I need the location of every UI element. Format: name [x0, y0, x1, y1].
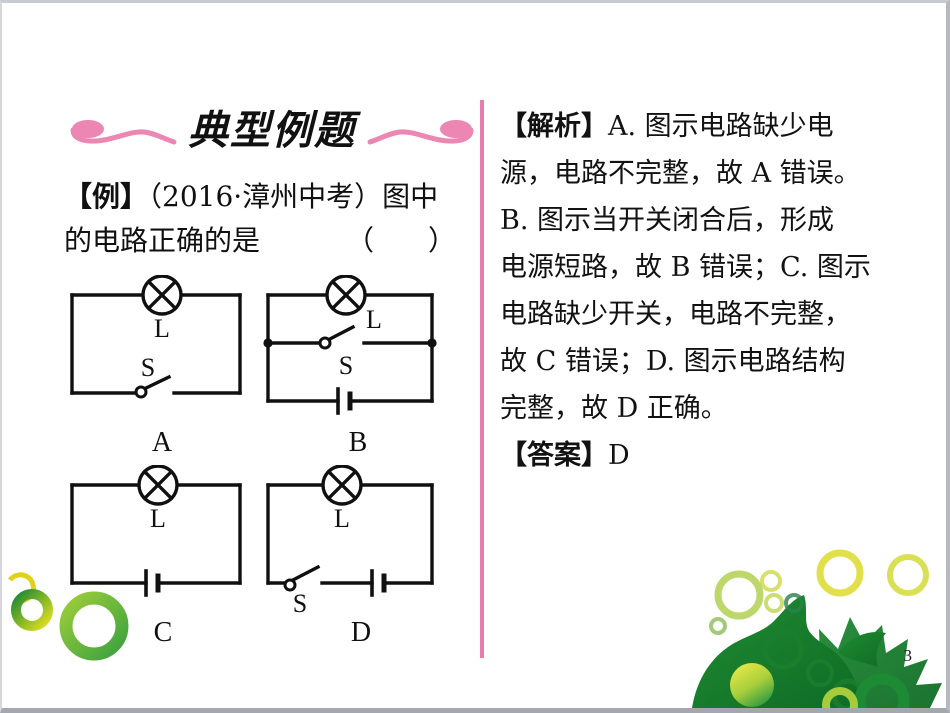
leaf-accent-right	[792, 617, 942, 708]
explanation-line-2: 源，电路不完整，故 A 错误。	[500, 158, 861, 189]
explanation-line-6: 故 C 错误；D. 图示电路结构	[500, 346, 846, 377]
explanation-line-7: 完整，故 D 正确。	[500, 393, 728, 424]
question-line-2-text: 的电路正确的是	[64, 224, 261, 257]
ring-float-3	[764, 593, 784, 613]
section-header: 典型例题	[70, 98, 474, 170]
ball-gradient-footer	[730, 663, 774, 707]
page-title: 典型例题	[188, 107, 356, 154]
circuit-option-label-c: C	[153, 617, 173, 648]
explanation-line-1-text: A. 图示电路缺少电	[608, 111, 834, 142]
bubble-2	[806, 659, 834, 687]
bubble-1	[762, 628, 804, 670]
circuit-figure-group: L S A	[64, 275, 474, 655]
ring-green-yellow-left	[11, 589, 53, 631]
page-number: 3	[903, 646, 913, 665]
circuit-option-label-b: B	[348, 427, 368, 458]
bubble-4	[784, 593, 804, 613]
leaf-main-right	[692, 595, 862, 708]
ring-lime-bottom-right	[822, 687, 858, 708]
answer-value: D	[608, 440, 630, 471]
lamp-label-d: L	[334, 504, 350, 533]
question-line-1: 【例】（2016·漳州中考）图中	[64, 175, 472, 219]
circuit-option-label-d: D	[350, 617, 372, 648]
swirl-left-icon	[70, 120, 177, 145]
switch-pivot-d	[283, 578, 297, 592]
switch-label-b: S	[339, 351, 353, 380]
ring-float-1	[714, 570, 764, 620]
explanation-block: 【解析】A. 图示电路缺少电 源，电路不完整，故 A 错误。 B. 图示当开关闭…	[500, 103, 924, 479]
switch-pivot-b	[318, 336, 332, 350]
explanation-line-1: 【解析】A. 图示电路缺少电	[500, 103, 924, 150]
answer-paren-open: （	[346, 224, 375, 257]
ring-float-6	[887, 554, 929, 596]
leaf-lobe-right	[838, 631, 886, 667]
circuit-diagram-b: L S B	[260, 275, 456, 461]
column-divider	[480, 100, 484, 658]
swirl-right-icon	[367, 120, 474, 145]
explanation-tag: 【解析】	[500, 111, 608, 142]
junction-dot-left-b	[263, 338, 273, 348]
ring-float-4	[709, 617, 727, 635]
question-line-2: 的电路正确的是 （ ）	[64, 219, 472, 263]
circuit-option-label-a: A	[151, 427, 173, 458]
circuit-diagram-d: L S D	[260, 465, 456, 651]
ring-yellow-small-left	[7, 572, 36, 604]
question-block: 【例】（2016·漳州中考）图中 的电路正确的是 （ ）	[64, 175, 472, 263]
ring-float-2	[760, 570, 782, 592]
circuit-diagram-c: L C	[64, 465, 260, 651]
explanation-line-3: B. 图示当开关闭合后，形成	[500, 205, 835, 236]
answer-paren-close: ）	[428, 224, 457, 257]
switch-label-a: S	[141, 353, 155, 382]
junction-dot-right-b	[427, 338, 437, 348]
ring-float-5	[816, 549, 864, 597]
answer-line: 【答案】D	[500, 432, 924, 479]
question-example-tag: 【例】	[64, 180, 149, 213]
ring-green-bottom-right	[854, 673, 910, 708]
explanation-line-4: 电源短路，故 B 错误；C. 图示	[500, 252, 871, 283]
lamp-label-a: L	[154, 314, 170, 343]
explanation-line-5: 电路缺少开关，电路不完整，	[500, 299, 851, 330]
switch-label-d: S	[293, 589, 307, 618]
switch-pivot-a	[134, 385, 148, 399]
question-line-1-text: （2016·漳州中考）图中	[148, 180, 439, 213]
bubble-3	[831, 678, 865, 708]
lamp-label-b: L	[366, 305, 382, 334]
lamp-label-c: L	[150, 504, 166, 533]
circuit-diagram-a: L S A	[64, 275, 260, 461]
answer-tag: 【答案】	[500, 440, 608, 471]
